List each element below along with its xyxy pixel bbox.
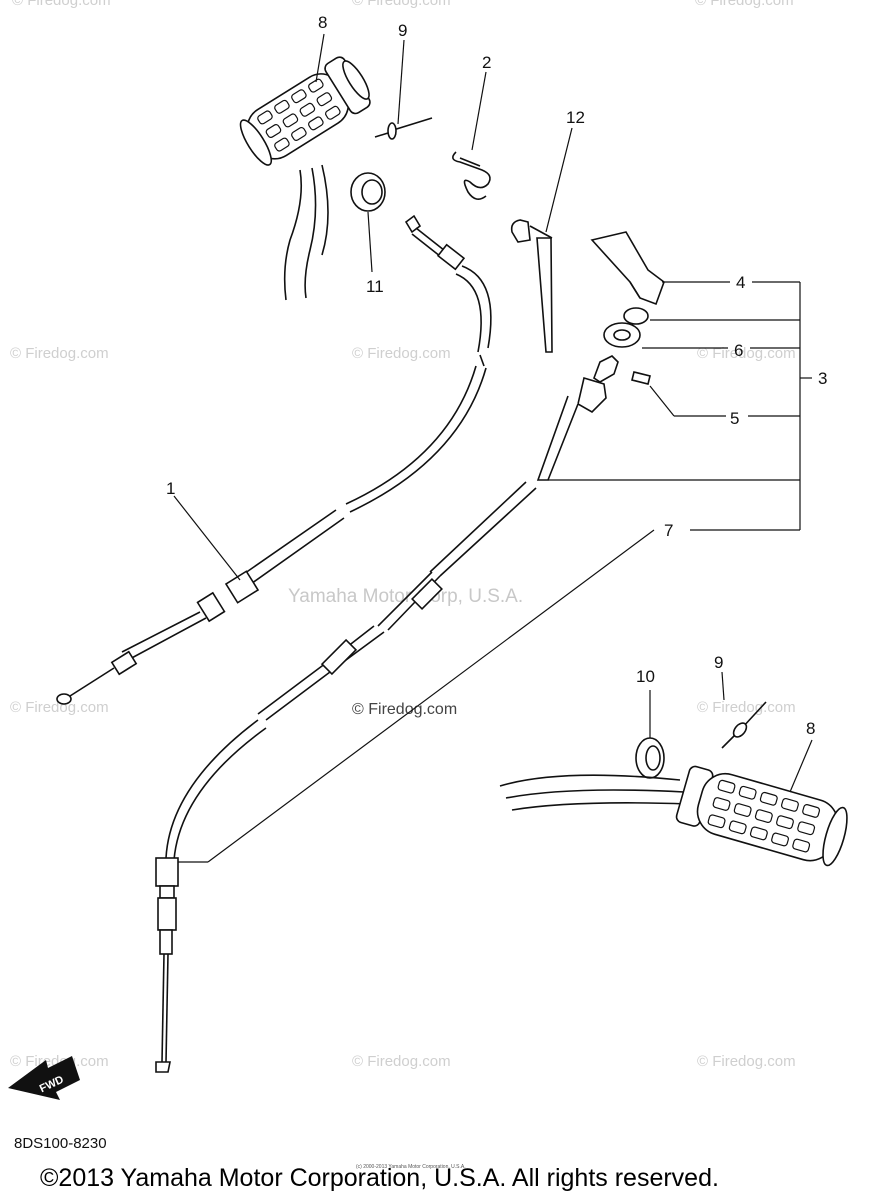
callout-10: 10 xyxy=(636,667,655,686)
collar-part-10 xyxy=(635,737,665,779)
callout-7: 7 xyxy=(664,521,673,540)
watermark-yamaha: Yamaha Motor Corp, U.S.A. xyxy=(288,586,523,607)
leader-9-top xyxy=(397,39,405,125)
grip-right-part-8 xyxy=(499,765,848,867)
nut-part-6 xyxy=(603,307,649,348)
cable-part-1 xyxy=(56,214,492,705)
lever-part-12 xyxy=(510,219,553,353)
watermark-row4-right: © Firedog.com xyxy=(697,1053,796,1070)
watermark-top-right: © Firedog.com xyxy=(695,0,794,9)
fine-print: (c) 2000-2013 Yamaha Motor Corporation, … xyxy=(356,1164,466,1170)
adjuster-part-3 xyxy=(536,355,619,481)
screw-bottom-part-9 xyxy=(721,701,767,749)
leader-1 xyxy=(173,495,241,581)
callout-8-bottom: 8 xyxy=(806,719,815,738)
callout-11: 11 xyxy=(366,277,384,296)
callout-6: 6 xyxy=(734,341,743,360)
spring-clip-part-2 xyxy=(452,151,491,200)
leader-12 xyxy=(545,127,573,233)
callout-3: 3 xyxy=(818,369,827,388)
watermark-top-left: © Firedog.com xyxy=(12,0,111,9)
watermark-row4-left: © Firedog.com xyxy=(10,1053,109,1070)
grip-left-part-8 xyxy=(239,56,371,301)
watermark-row3-center: © Firedog.com xyxy=(352,701,457,718)
leader-9-bottom xyxy=(721,671,725,701)
watermarks: © Firedog.com © Firedog.com © Firedog.co… xyxy=(10,0,796,1070)
callout-4: 4 xyxy=(736,273,745,292)
watermark-row4-center: © Firedog.com xyxy=(352,1053,451,1070)
watermark-row2-center: © Firedog.com xyxy=(352,345,451,362)
bracket-part-4 xyxy=(590,231,665,306)
callout-12: 12 xyxy=(566,108,585,127)
leader-8-bottom xyxy=(789,739,813,793)
copyright-notice: ©2013 Yamaha Motor Corporation, U.S.A. A… xyxy=(40,1164,719,1192)
pin-part-5 xyxy=(631,371,651,385)
watermark-row3-right: © Firedog.com xyxy=(697,699,796,716)
leader-2 xyxy=(471,71,487,151)
callout-9-bottom: 9 xyxy=(714,653,723,672)
cable-part-7 xyxy=(155,481,537,1073)
leader-8-top xyxy=(315,33,325,83)
callout-5: 5 xyxy=(730,409,739,428)
fwd-arrow-icon: FWD xyxy=(8,1056,80,1100)
diagram-code: 8DS100-8230 xyxy=(14,1135,107,1152)
screw-top-part-9 xyxy=(374,117,433,140)
callout-2: 2 xyxy=(482,53,491,72)
callouts: 8 9 2 12 11 4 6 3 5 7 1 10 9 8 xyxy=(166,13,827,738)
callout-9-top: 9 xyxy=(398,21,407,40)
collar-part-11 xyxy=(350,172,386,212)
leader-lines xyxy=(173,33,813,863)
watermark-top-center: © Firedog.com xyxy=(352,0,451,9)
watermark-row3-left: © Firedog.com xyxy=(10,699,109,716)
watermark-row2-left: © Firedog.com xyxy=(10,345,109,362)
callout-8-top: 8 xyxy=(318,13,327,32)
callout-1: 1 xyxy=(166,479,175,498)
leader-5 xyxy=(649,385,675,417)
watermark-row2-right: © Firedog.com xyxy=(697,345,796,362)
leader-11 xyxy=(367,211,373,273)
